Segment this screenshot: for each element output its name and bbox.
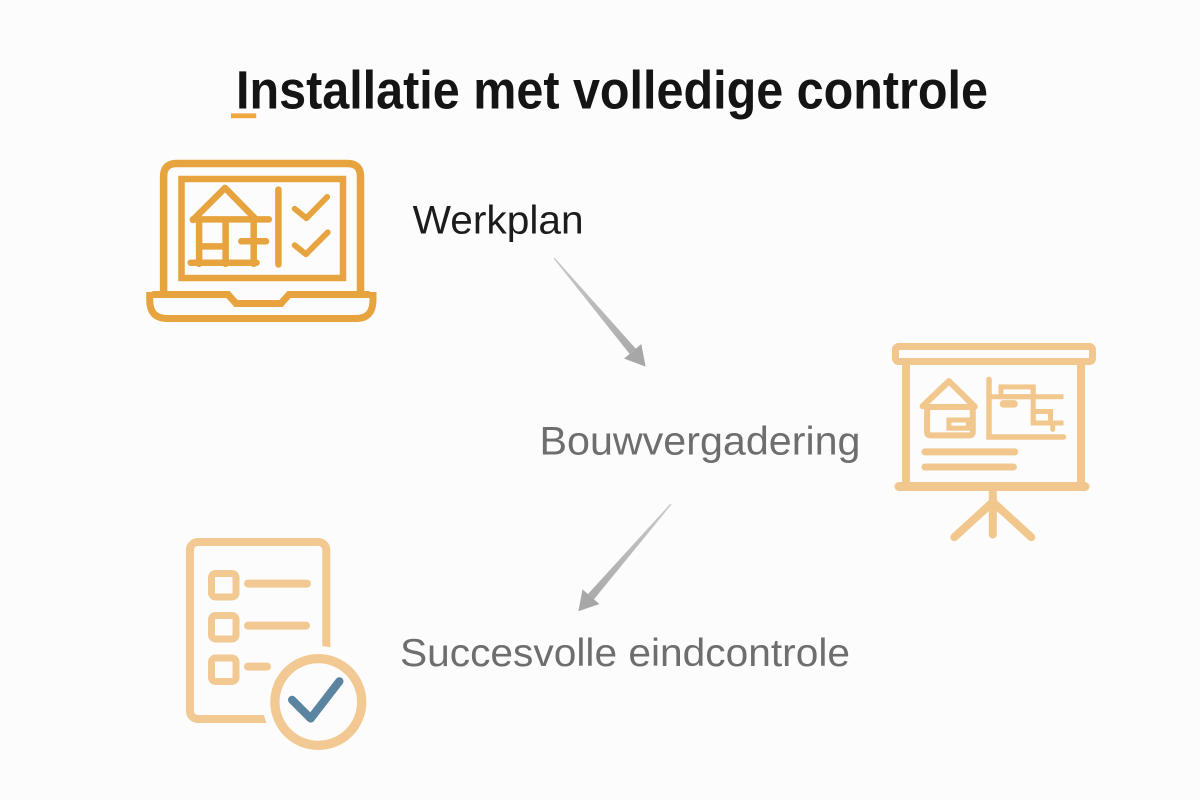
svg-text:Installatie met volledige cont: Installatie met volledige controle — [236, 62, 988, 121]
svg-text:Werkplan: Werkplan — [413, 199, 584, 243]
svg-text:Bouwvergadering: Bouwvergadering — [540, 419, 861, 463]
svg-text:Succesvolle eindcontrole: Succesvolle eindcontrole — [400, 632, 850, 675]
